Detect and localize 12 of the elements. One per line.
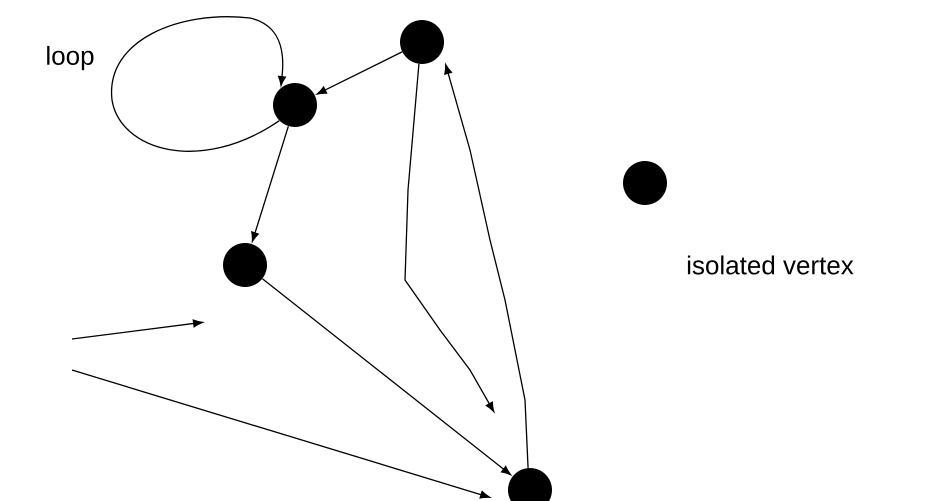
vertex-dot bbox=[273, 83, 317, 127]
vertex-dot bbox=[223, 243, 267, 287]
loop-label: loop bbox=[47, 46, 94, 70]
arrow bbox=[316, 51, 402, 95]
arrow bbox=[262, 278, 512, 476]
arrow bbox=[251, 126, 289, 242]
vertex-caption: isolated vertex bbox=[688, 255, 854, 275]
vertex-dot bbox=[623, 161, 667, 205]
arrow bbox=[404, 64, 494, 412]
vertex-dot bbox=[400, 20, 444, 64]
arrow bbox=[444, 64, 529, 468]
arrow bbox=[111, 16, 286, 152]
